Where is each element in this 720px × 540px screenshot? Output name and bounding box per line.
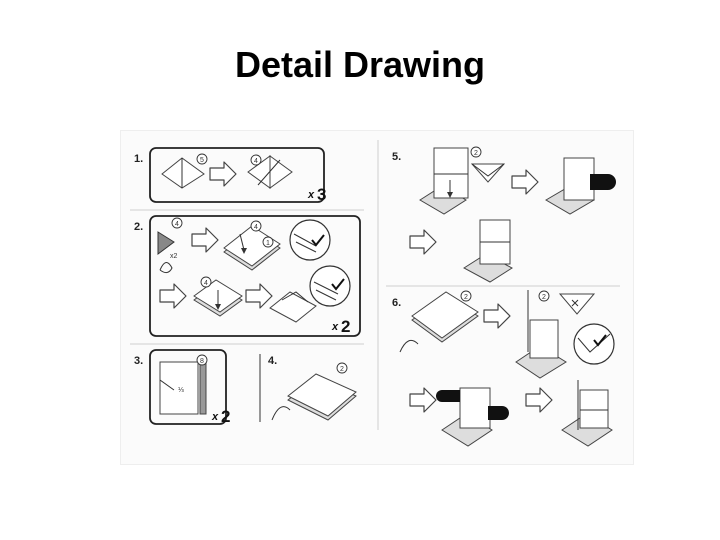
step-6-standing-sheet	[530, 320, 558, 358]
step-3-fraction: ⅓	[178, 387, 184, 394]
step-1-badge-b-text: 4	[254, 158, 258, 165]
step-3-mult-n: 2	[221, 407, 230, 426]
hand-icon	[488, 406, 509, 420]
slide-title: Detail Drawing	[0, 44, 720, 86]
step-3-label: 3.	[134, 355, 143, 367]
step-3-mult-x: x	[211, 411, 219, 423]
step-4-badge-text: 2	[340, 366, 344, 373]
step-6-badge-b-text: 2	[542, 294, 546, 301]
step-3-badge-text: 8	[200, 358, 204, 365]
step-2-badge-b-text: 4	[254, 224, 258, 231]
step-6-label: 6.	[392, 297, 401, 309]
step-2-badge-c-text: 1	[266, 240, 270, 247]
hand-icon	[436, 390, 460, 402]
step-6-result-sheet	[580, 390, 608, 428]
step-6-detail-zoom	[574, 324, 614, 364]
step-1-mult-n: 3	[317, 185, 326, 204]
step-5-standing-sheet	[434, 148, 468, 198]
step-2-badge-a-text: 4	[175, 221, 179, 228]
assembly-instruction-drawing: 1. 5 4 x 3 2. 4 x2 4 1	[120, 130, 634, 465]
step-1-badge-a-text: 5	[200, 157, 204, 164]
step-2-inner-mult: x2	[170, 253, 178, 260]
step-4-label: 4.	[268, 355, 277, 367]
step-3-strip	[200, 362, 206, 414]
hand-icon	[590, 174, 616, 190]
step-2-mult-n: 2	[341, 317, 350, 336]
step-5-badge-text: 2	[474, 150, 478, 157]
step-1-label: 1.	[134, 153, 143, 165]
step-5-label: 5.	[392, 151, 401, 163]
step-6-badge-a-text: 2	[464, 294, 468, 301]
step-1-mult-x: x	[307, 189, 315, 201]
step-2-mult-x: x	[331, 321, 339, 333]
step-2-badge-d-text: 4	[204, 280, 208, 287]
step-2-label: 2.	[134, 221, 143, 233]
step-2-detail-zoom-b	[310, 266, 350, 306]
step-2-detail-zoom-a	[290, 220, 330, 260]
